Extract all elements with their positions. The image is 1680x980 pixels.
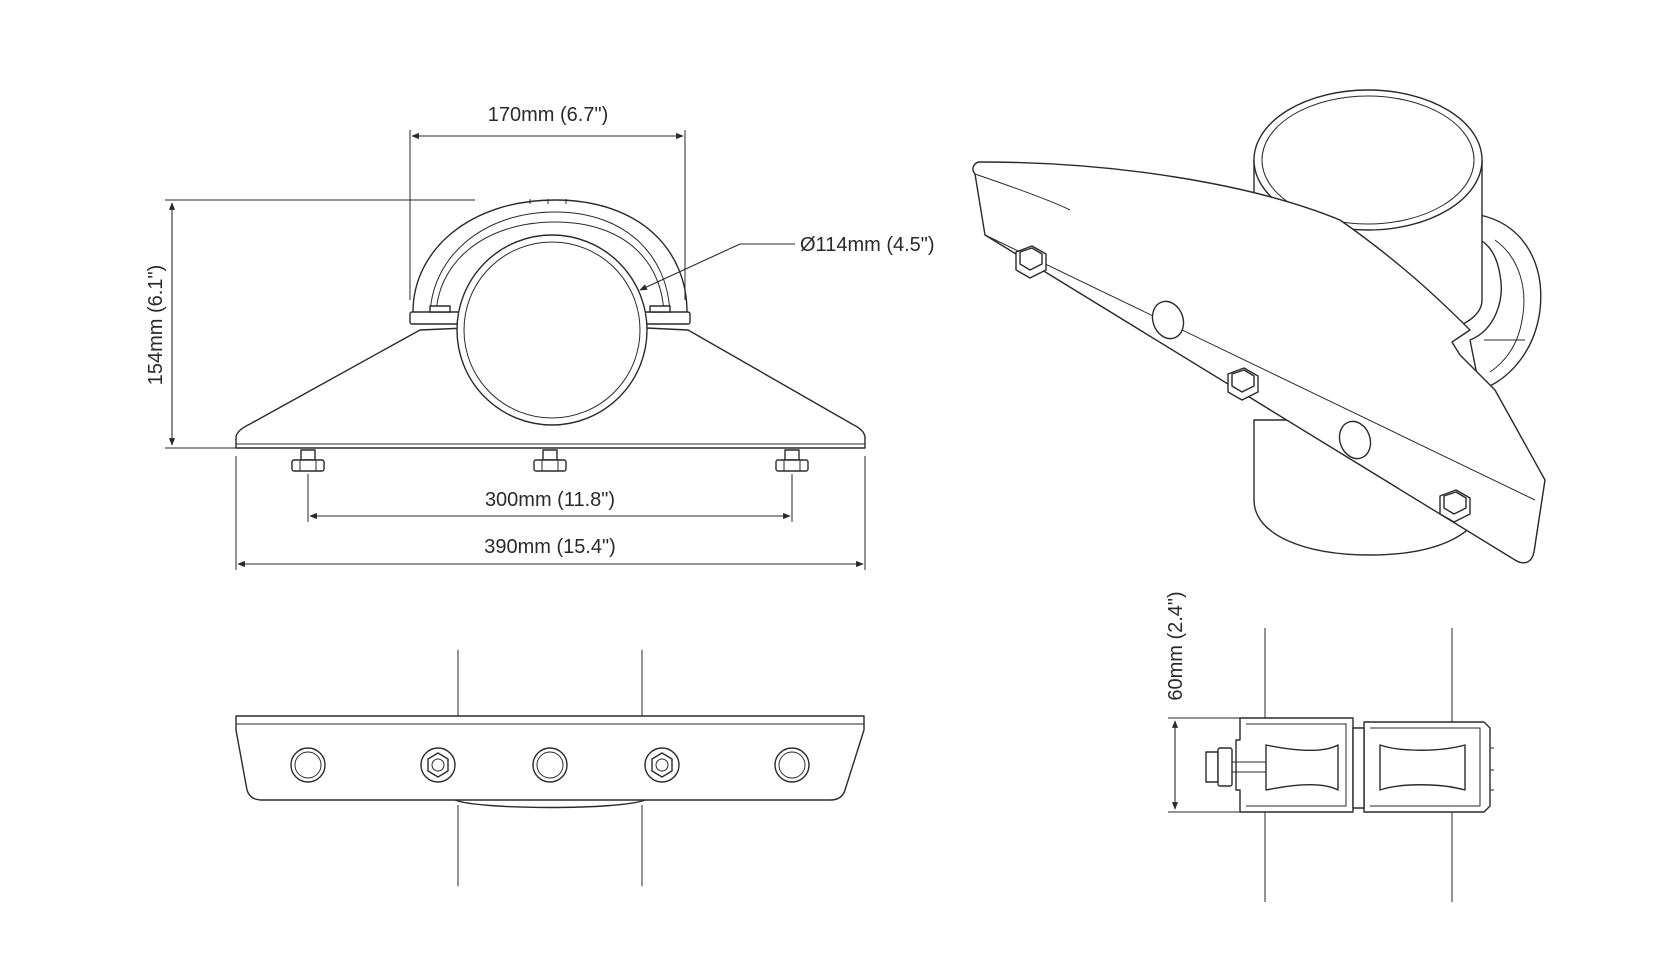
- clamp-width-label: 170mm (6.7"): [488, 104, 608, 126]
- side-view: [1205, 628, 1494, 902]
- top-view: [235, 650, 865, 886]
- iso-hole-1: [1151, 300, 1185, 340]
- iso-angled-plate: [972, 161, 1546, 564]
- front-view: [235, 199, 866, 472]
- pipe-diameter-label: Ø114mm (4.5"): [800, 234, 935, 256]
- top-nut-left: [420, 747, 456, 783]
- dimension-side-depth: 60mm (2.4"): [1165, 591, 1240, 813]
- bolt-spacing-label: 300mm (11.8"): [485, 489, 615, 511]
- base-width-label: 390mm (15.4"): [484, 536, 616, 558]
- front-bolt-left: [291, 449, 325, 472]
- iso-hole-2: [1338, 420, 1372, 460]
- dimension-clamp-width: 170mm (6.7"): [409, 104, 686, 300]
- iso-bolt-3: [1439, 489, 1471, 523]
- dimension-base-width: 390mm (15.4"): [235, 456, 866, 570]
- top-hole-3: [532, 747, 568, 783]
- iso-bolt-1: [1015, 245, 1047, 279]
- dimension-pipe-diameter: Ø114mm (4.5"): [639, 234, 935, 291]
- height-label: 154mm (6.1"): [145, 265, 167, 385]
- front-bolt-right: [775, 449, 809, 472]
- top-hole-1: [290, 747, 326, 783]
- isometric-view: [972, 89, 1546, 564]
- side-bolt: [1205, 747, 1266, 787]
- top-hole-5: [774, 747, 810, 783]
- iso-pipe-top-ellipse: [1253, 89, 1483, 231]
- dimension-bolt-spacing: 300mm (11.8"): [307, 474, 793, 522]
- side-depth-label: 60mm (2.4"): [1165, 591, 1187, 700]
- dimension-height: 154mm (6.1"): [145, 199, 475, 449]
- front-bolt-center: [533, 449, 567, 472]
- iso-bolt-2: [1227, 367, 1259, 401]
- front-pipe: [456, 234, 648, 426]
- top-nut-right: [644, 747, 680, 783]
